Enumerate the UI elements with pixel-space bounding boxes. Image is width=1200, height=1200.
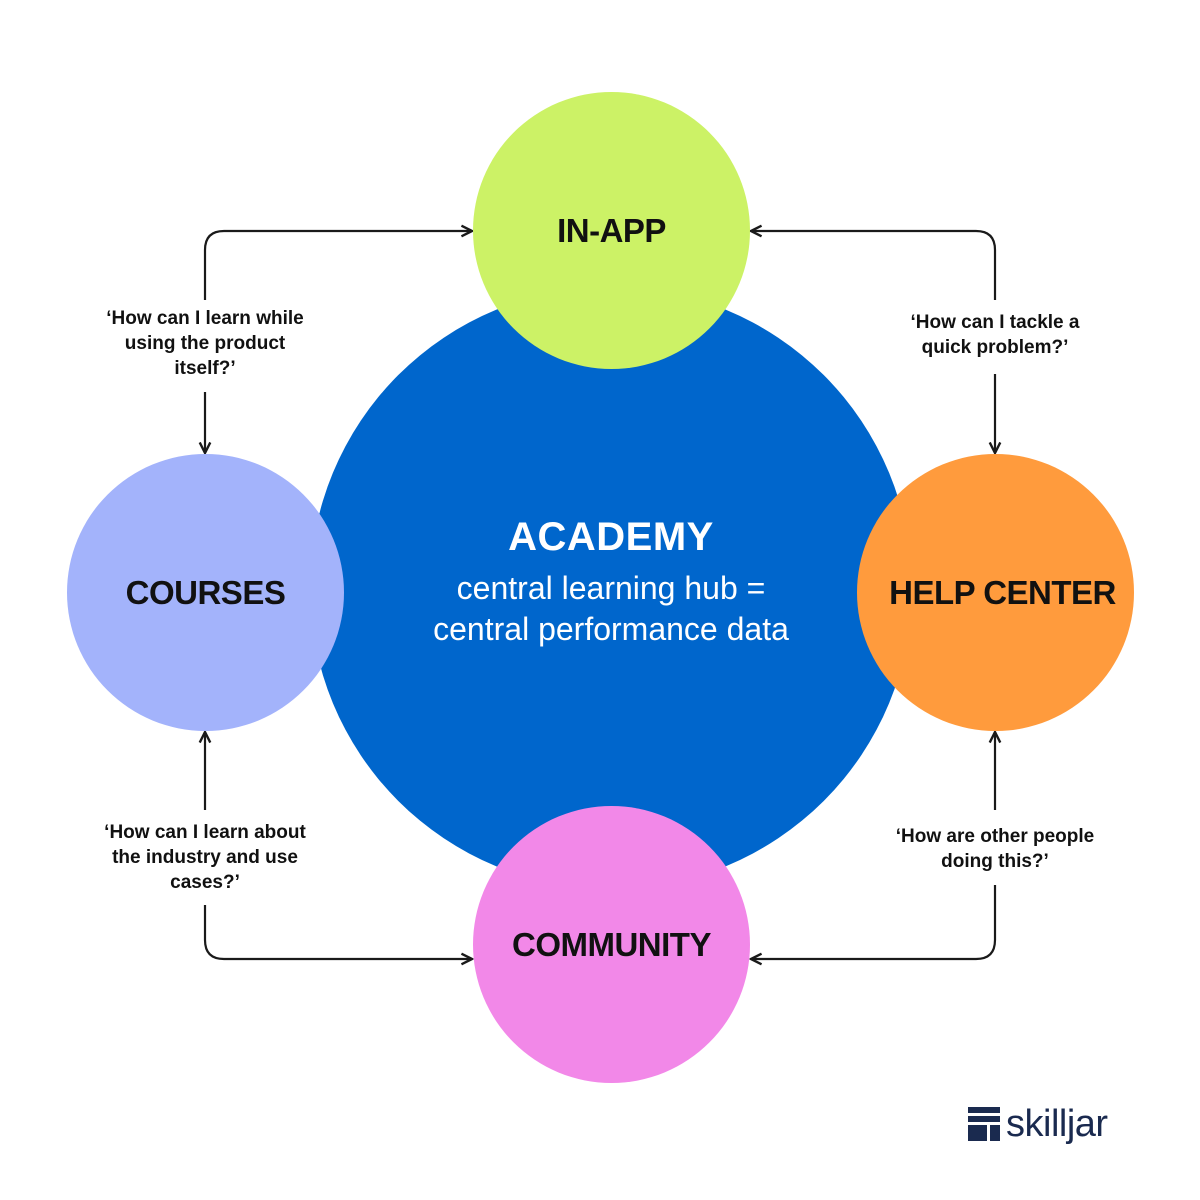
question-in-app-help-center: ‘How can I tackle a quick problem?’ [870,310,1120,360]
academy-subtitle: central learning hub = central performan… [433,568,789,650]
academy-hub-circle: ACADEMY central learning hub = central p… [310,287,912,889]
in-app-circle: IN-APP [473,92,750,369]
question-line: quick problem?’ [921,337,1069,358]
question-line: itself?’ [174,358,236,379]
skilljar-logo-icon [968,1107,1000,1141]
question-courses-community: ‘How can I learn about the industry and … [80,820,330,895]
arrow-help-center-to-in-app [751,231,997,300]
help-center-circle: HELP CENTER [857,454,1134,731]
arrow-help-center-to-community [751,885,997,959]
arrow-courses-to-community [203,905,472,959]
arrow-courses-to-in-app [203,231,472,300]
academy-subtitle-line: central learning hub = [456,569,766,606]
question-line: ‘How can I learn about [104,822,306,843]
courses-label: COURSES [125,573,286,611]
academy-title: ACADEMY [508,514,714,559]
question-line: using the product [124,333,286,354]
academy-subtitle-line: central performance data [433,610,789,647]
question-line: ‘How can I tackle a [910,312,1080,333]
community-label: COMMUNITY [512,925,711,963]
question-line: cases?’ [170,872,240,893]
community-circle: COMMUNITY [473,806,750,1083]
question-line: doing this?’ [941,851,1049,872]
question-line: the industry and use [112,847,298,868]
in-app-label: IN-APP [557,211,666,249]
skilljar-logo: skilljar [968,1100,1108,1148]
skilljar-wordmark: skilljar [1006,1103,1108,1145]
courses-circle: COURSES [67,454,344,731]
question-community-help-center: ‘How are other people doing this?’ [870,824,1120,874]
question-courses-in-app: ‘How can I learn while using the product… [80,306,330,381]
question-line: ‘How can I learn while [106,308,304,329]
question-line: ‘How are other people [895,826,1095,847]
help-center-label: HELP CENTER [889,573,1116,611]
